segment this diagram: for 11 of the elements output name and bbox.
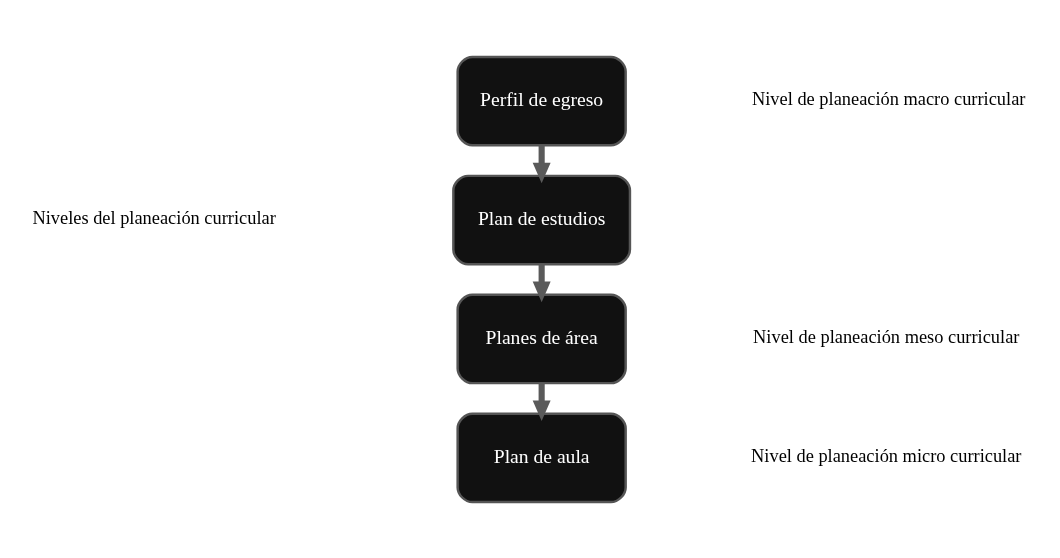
- node-box: Planes de área: [456, 293, 627, 384]
- node-box: Plan de estudios: [452, 174, 632, 265]
- arrow: [532, 144, 551, 183]
- label: Nivel de planeación meso curricular: [753, 326, 1020, 347]
- node-box: Plan de aula: [456, 412, 627, 503]
- label: Nivel de planeación macro curricular: [752, 88, 1026, 109]
- arrow: [532, 263, 551, 302]
- arrow: [532, 382, 551, 421]
- label: Niveles del planeación curricular: [32, 207, 276, 228]
- node-box: Perfil de egreso: [456, 55, 627, 146]
- label: Nivel de planeación micro curricular: [751, 445, 1022, 466]
